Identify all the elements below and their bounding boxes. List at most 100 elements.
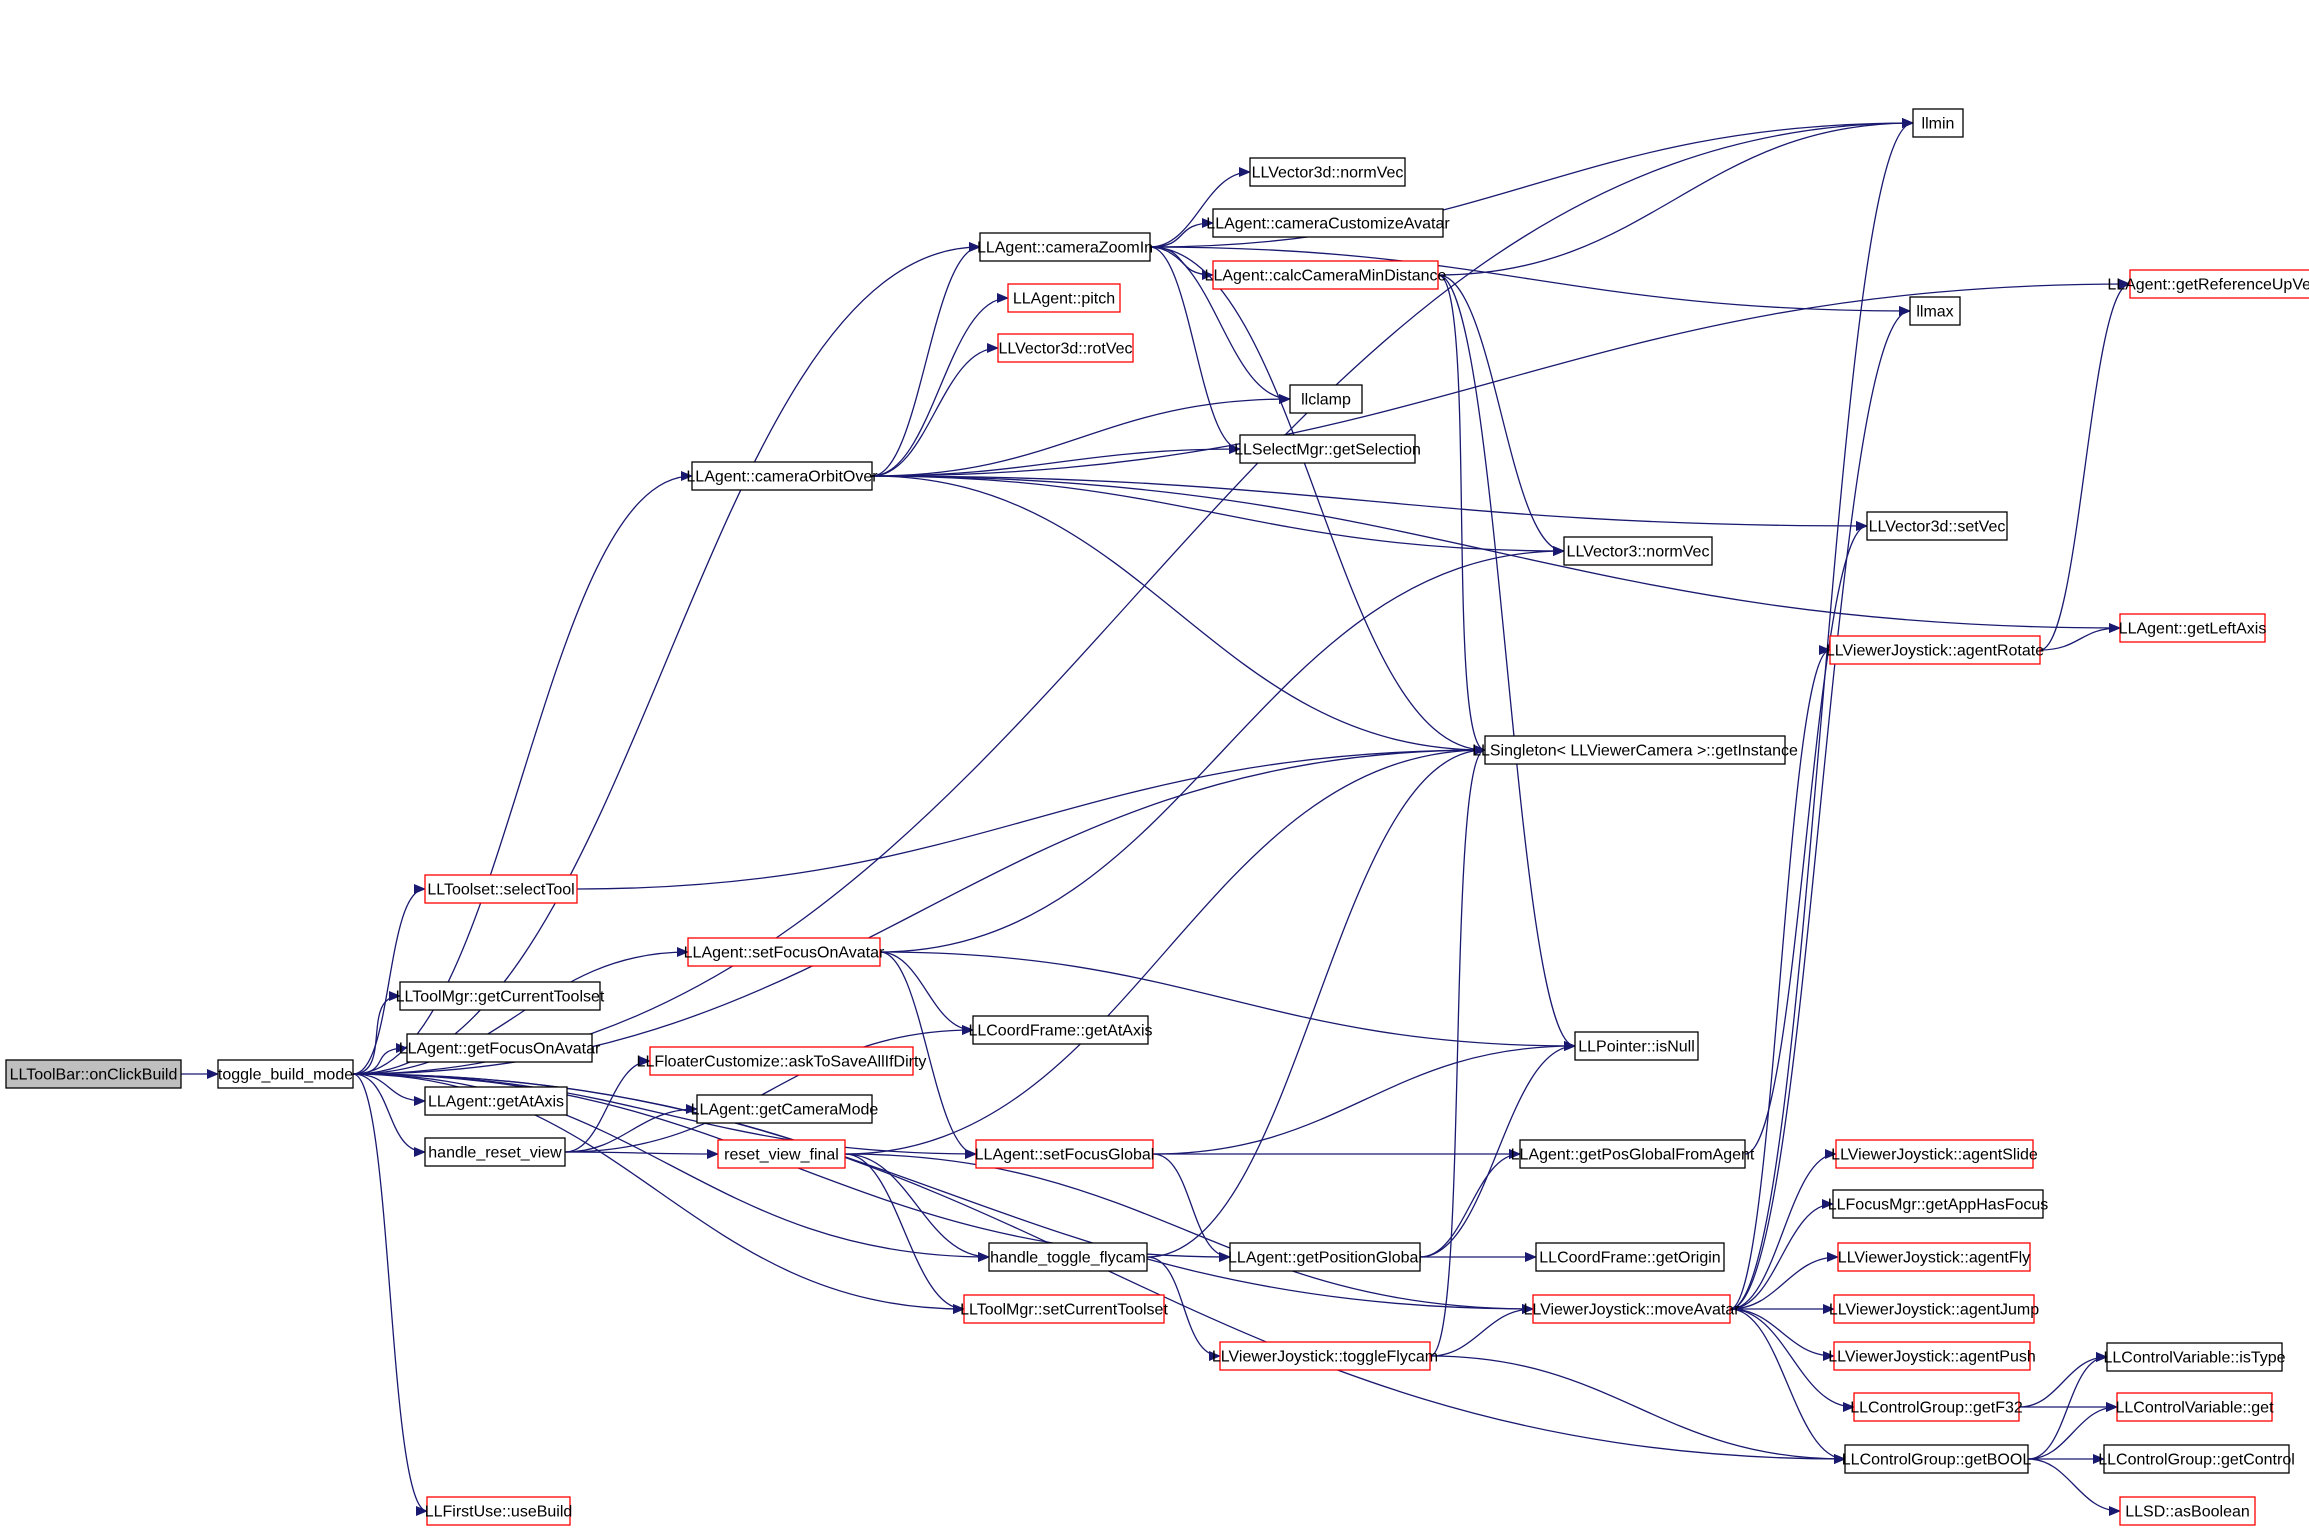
node-box-firstUse[interactable] bbox=[426, 1496, 571, 1526]
node-box-agentJump[interactable] bbox=[1833, 1294, 2035, 1324]
node-selectTool[interactable]: LLToolset::selectTool bbox=[424, 874, 578, 904]
node-camMode[interactable]: LLAgent::getCameraMode bbox=[691, 1094, 879, 1124]
node-singleton[interactable]: LLSingleton< LLViewerCamera >::getInstan… bbox=[1472, 735, 1798, 765]
node-ctrlGet[interactable]: LLControlVariable::get bbox=[2115, 1392, 2274, 1422]
node-zoomIn[interactable]: LLAgent::cameraZoomIn bbox=[977, 232, 1153, 262]
node-leftAxis[interactable]: LLAgent::getLeftAxis bbox=[2119, 613, 2267, 643]
node-box-askSave[interactable] bbox=[649, 1046, 914, 1076]
node-box-setToolset[interactable] bbox=[963, 1294, 1165, 1324]
node-calcMin[interactable]: LLAgent::calcCameraMinDistance bbox=[1205, 260, 1447, 290]
node-box-posGlobal[interactable] bbox=[1229, 1242, 1421, 1272]
node-box-agentSlide[interactable] bbox=[1835, 1139, 2034, 1169]
node-atAxis[interactable]: LLAgent::getAtAxis bbox=[424, 1086, 568, 1116]
node-box-asBool[interactable] bbox=[2119, 1496, 2256, 1526]
node-box-curToolset[interactable] bbox=[399, 981, 601, 1011]
node-box-agentFly[interactable] bbox=[1837, 1242, 2031, 1272]
node-box-agentPush[interactable] bbox=[1833, 1341, 2031, 1371]
node-box-llclamp[interactable] bbox=[1289, 384, 1363, 414]
node-origin[interactable]: LLCoordFrame::getOrigin bbox=[1535, 1242, 1725, 1272]
node-isType[interactable]: LLControlVariable::isType bbox=[2103, 1342, 2286, 1372]
node-getF32[interactable]: LLControlGroup::getF32 bbox=[1850, 1392, 2023, 1422]
node-box-setVec[interactable] bbox=[1866, 511, 2008, 541]
node-agentFly[interactable]: LLViewerJoystick::agentFly bbox=[1837, 1242, 2031, 1272]
node-box-getBool[interactable] bbox=[1844, 1444, 2029, 1474]
node-box-focusGlobal[interactable] bbox=[975, 1139, 1154, 1169]
node-box-refup[interactable] bbox=[2129, 269, 2309, 299]
node-llmax[interactable]: llmax bbox=[1909, 296, 1961, 326]
node-root[interactable]: LLToolBar::onClickBuild bbox=[5, 1059, 182, 1089]
node-getSel[interactable]: LLSelectMgr::getSelection bbox=[1234, 434, 1421, 464]
node-box-moveAv[interactable] bbox=[1532, 1294, 1731, 1324]
node-box-orbit[interactable] bbox=[691, 461, 873, 491]
node-box-normVec3d[interactable] bbox=[1249, 157, 1406, 187]
node-box-zoomIn[interactable] bbox=[979, 232, 1151, 262]
node-toggleFly[interactable]: handle_toggle_flycam bbox=[988, 1242, 1148, 1272]
node-box-isNull[interactable] bbox=[1574, 1031, 1699, 1061]
node-pitch[interactable]: LLAgent::pitch bbox=[1007, 283, 1121, 313]
node-box-toggleFly[interactable] bbox=[988, 1242, 1148, 1272]
node-box-joyToggleFly[interactable] bbox=[1219, 1341, 1431, 1371]
node-box-custAv[interactable] bbox=[1212, 208, 1444, 238]
node-coordAt[interactable]: LLCoordFrame::getAtAxis bbox=[968, 1015, 1153, 1045]
node-box-root[interactable] bbox=[5, 1059, 182, 1089]
node-getBool[interactable]: LLControlGroup::getBOOL bbox=[1842, 1444, 2032, 1474]
node-box-agentRot[interactable] bbox=[1829, 635, 2041, 665]
node-moveAv[interactable]: LLViewerJoystick::moveAvatar bbox=[1523, 1294, 1740, 1324]
node-curToolset[interactable]: LLToolMgr::getCurrentToolset bbox=[396, 981, 605, 1011]
node-llmin[interactable]: llmin bbox=[1912, 108, 1964, 138]
node-llclamp[interactable]: llclamp bbox=[1289, 384, 1363, 414]
node-posGlobal[interactable]: LLAgent::getPositionGlobal bbox=[1228, 1242, 1422, 1272]
node-box-getSel[interactable] bbox=[1239, 434, 1416, 464]
node-tbm[interactable]: toggle_build_mode bbox=[217, 1059, 354, 1089]
node-box-normVec3[interactable] bbox=[1563, 536, 1713, 566]
node-box-leftAxis[interactable] bbox=[2119, 613, 2266, 643]
node-box-setFocusAv[interactable] bbox=[687, 937, 881, 967]
node-box-camMode[interactable] bbox=[696, 1094, 873, 1124]
node-box-llmin[interactable] bbox=[1912, 108, 1964, 138]
node-normVec3[interactable]: LLVector3::normVec bbox=[1563, 536, 1713, 566]
node-resetFinal[interactable]: reset_view_final bbox=[717, 1139, 846, 1169]
node-posFromAgent[interactable]: LLAgent::getPosGlobalFromAgent bbox=[1511, 1139, 1755, 1169]
node-appFocus[interactable]: LLFocusMgr::getAppHasFocus bbox=[1828, 1189, 2049, 1219]
node-box-getControl[interactable] bbox=[2103, 1444, 2290, 1474]
node-agentRot[interactable]: LLViewerJoystick::agentRotate bbox=[1826, 635, 2044, 665]
node-agentSlide[interactable]: LLViewerJoystick::agentSlide bbox=[1831, 1139, 2038, 1169]
node-box-rotVec[interactable] bbox=[997, 333, 1134, 363]
node-focusGlobal[interactable]: LLAgent::setFocusGlobal bbox=[975, 1139, 1155, 1169]
node-box-resetView[interactable] bbox=[424, 1137, 566, 1167]
node-normVec3d[interactable]: LLVector3d::normVec bbox=[1249, 157, 1406, 187]
node-orbit[interactable]: LLAgent::cameraOrbitOver bbox=[686, 461, 878, 491]
node-box-pitch[interactable] bbox=[1007, 283, 1121, 313]
node-box-getF32[interactable] bbox=[1853, 1392, 2020, 1422]
node-box-isType[interactable] bbox=[2106, 1342, 2283, 1372]
node-box-resetFinal[interactable] bbox=[717, 1139, 846, 1169]
node-custAv[interactable]: LLAgent::cameraCustomizeAvatar bbox=[1206, 208, 1450, 238]
node-box-posFromAgent[interactable] bbox=[1519, 1139, 1746, 1169]
node-box-coordAt[interactable] bbox=[972, 1015, 1149, 1045]
node-box-tbm[interactable] bbox=[217, 1059, 354, 1089]
node-refup[interactable]: LLAgent::getReferenceUpVector bbox=[2107, 269, 2309, 299]
node-setToolset[interactable]: LLToolMgr::setCurrentToolset bbox=[960, 1294, 1168, 1324]
node-box-llmax[interactable] bbox=[1909, 296, 1961, 326]
node-getControl[interactable]: LLControlGroup::getControl bbox=[2098, 1444, 2295, 1474]
node-focusAv[interactable]: LLAgent::getFocusOnAvatar bbox=[399, 1033, 601, 1063]
node-isNull[interactable]: LLPointer::isNull bbox=[1574, 1031, 1699, 1061]
node-box-selectTool[interactable] bbox=[424, 874, 578, 904]
node-box-focusAv[interactable] bbox=[406, 1033, 593, 1063]
node-box-calcMin[interactable] bbox=[1212, 260, 1439, 290]
node-agentPush[interactable]: LLViewerJoystick::agentPush bbox=[1828, 1341, 2036, 1371]
node-box-origin[interactable] bbox=[1535, 1242, 1725, 1272]
node-firstUse[interactable]: LLFirstUse::useBuild bbox=[425, 1496, 573, 1526]
node-box-atAxis[interactable] bbox=[424, 1086, 568, 1116]
node-box-appFocus[interactable] bbox=[1832, 1189, 2044, 1219]
node-agentJump[interactable]: LLViewerJoystick::agentJump bbox=[1829, 1294, 2039, 1324]
node-setFocusAv[interactable]: LLAgent::setFocusOnAvatar bbox=[684, 937, 885, 967]
node-asBool[interactable]: LLSD::asBoolean bbox=[2119, 1496, 2256, 1526]
node-rotVec[interactable]: LLVector3d::rotVec bbox=[997, 333, 1134, 363]
node-askSave[interactable]: LLFloaterCustomize::askToSaveAllIfDirty bbox=[637, 1046, 927, 1076]
node-box-ctrlGet[interactable] bbox=[2116, 1392, 2273, 1422]
node-resetView[interactable]: handle_reset_view bbox=[424, 1137, 566, 1167]
node-joyToggleFly[interactable]: LLViewerJoystick::toggleFlycam bbox=[1212, 1341, 1438, 1371]
node-box-singleton[interactable] bbox=[1484, 735, 1786, 765]
node-setVec[interactable]: LLVector3d::setVec bbox=[1866, 511, 2008, 541]
